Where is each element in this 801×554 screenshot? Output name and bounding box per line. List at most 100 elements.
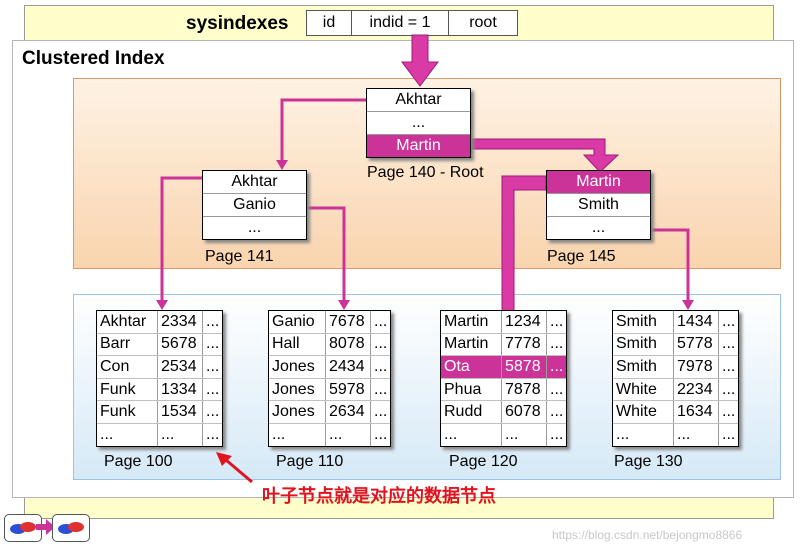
name-cell: Phua	[441, 378, 502, 402]
page145-row-2: Smith	[547, 194, 650, 217]
more-cell: ...	[718, 400, 739, 424]
arrow-root-to-page145	[469, 138, 620, 173]
name-cell: Ota	[441, 355, 502, 379]
more-cell: ...	[546, 311, 567, 334]
value-cell: ...	[501, 423, 547, 446]
name-cell: Funk	[97, 378, 158, 402]
value-cell: 2634	[325, 400, 371, 424]
more-cell: ...	[370, 355, 391, 379]
more-cell: ...	[718, 355, 739, 379]
more-cell: ...	[202, 355, 223, 379]
name-cell: Jones	[269, 378, 326, 402]
more-cell: ...	[718, 333, 739, 357]
value-cell: 5778	[673, 333, 719, 357]
value-cell: 5878	[501, 355, 547, 379]
prev-slide-icon	[10, 522, 36, 534]
more-cell: ...	[370, 378, 391, 402]
watermark: https://blog.csdn.net/bejongmo8866	[552, 528, 743, 542]
page141-row-1: Akhtar	[203, 171, 306, 194]
clustered-index-title: Clustered Index	[22, 48, 165, 69]
more-cell: ...	[546, 355, 567, 379]
next-arrow-icon	[36, 519, 55, 535]
more-cell: ...	[206, 425, 220, 443]
table-row: .........	[269, 423, 390, 446]
more-cell: ...	[546, 400, 567, 424]
name-cell: ...	[97, 423, 158, 446]
sysindexes-cell-root: root	[469, 14, 497, 31]
name-cell: Hall	[269, 333, 326, 357]
page110-label: Page 110	[276, 453, 344, 470]
name-cell: Martin	[441, 333, 502, 357]
root-row-1: Akhtar	[367, 89, 470, 112]
page145-row-3: ...	[591, 219, 606, 236]
page120-label: Page 120	[449, 453, 518, 470]
more-cell: ...	[718, 311, 739, 334]
name-cell: White	[613, 400, 674, 424]
table-row: .........	[97, 423, 222, 446]
name-cell: Akhtar	[97, 311, 158, 334]
connector-root-to-page141	[280, 98, 366, 160]
more-cell: ...	[202, 378, 223, 402]
intermediate-page-141: Akhtar Ganio ...	[202, 170, 307, 240]
value-cell: 7678	[325, 311, 371, 334]
value-cell: 7778	[501, 333, 547, 357]
next-slide-button[interactable]	[52, 514, 90, 542]
value-cell: 1434	[673, 311, 719, 334]
prev-slide-button[interactable]	[4, 514, 42, 542]
name-cell: ...	[441, 423, 502, 446]
next-slide-icon	[58, 522, 84, 534]
value-cell: 2334	[157, 311, 203, 334]
more-cell: ...	[546, 378, 567, 402]
name-cell: Smith	[613, 311, 674, 334]
more-cell: ...	[370, 311, 391, 334]
name-cell: ...	[269, 423, 326, 446]
name-cell: Jones	[269, 355, 326, 379]
value-cell: 2534	[157, 355, 203, 379]
more-cell: ...	[202, 400, 223, 424]
more-cell: ...	[550, 425, 564, 443]
value-cell: 5978	[325, 378, 371, 402]
table-row: .........	[613, 423, 738, 446]
value-cell: 7878	[501, 378, 547, 402]
value-cell: ...	[325, 423, 371, 446]
more-cell: ...	[718, 378, 739, 402]
value-cell: 5678	[157, 333, 203, 357]
connector-page145-to-page130	[650, 228, 690, 300]
name-cell: Ganio	[269, 311, 326, 334]
name-cell: Smith	[613, 333, 674, 357]
arrowhead-page110	[338, 300, 350, 310]
name-cell: ...	[613, 423, 674, 446]
sysindexes-cell-id: id	[307, 11, 352, 35]
value-cell: 1234	[501, 311, 547, 334]
more-cell: ...	[374, 425, 388, 443]
root-row-3-highlighted: Martin	[367, 135, 470, 157]
value-cell: 1634	[673, 400, 719, 424]
arrowhead-page100	[156, 300, 168, 310]
page141-label: Page 141	[205, 248, 274, 265]
value-cell: 2234	[673, 378, 719, 402]
name-cell: Rudd	[441, 400, 502, 424]
value-cell: 7978	[673, 355, 719, 379]
value-cell: 8078	[325, 333, 371, 357]
